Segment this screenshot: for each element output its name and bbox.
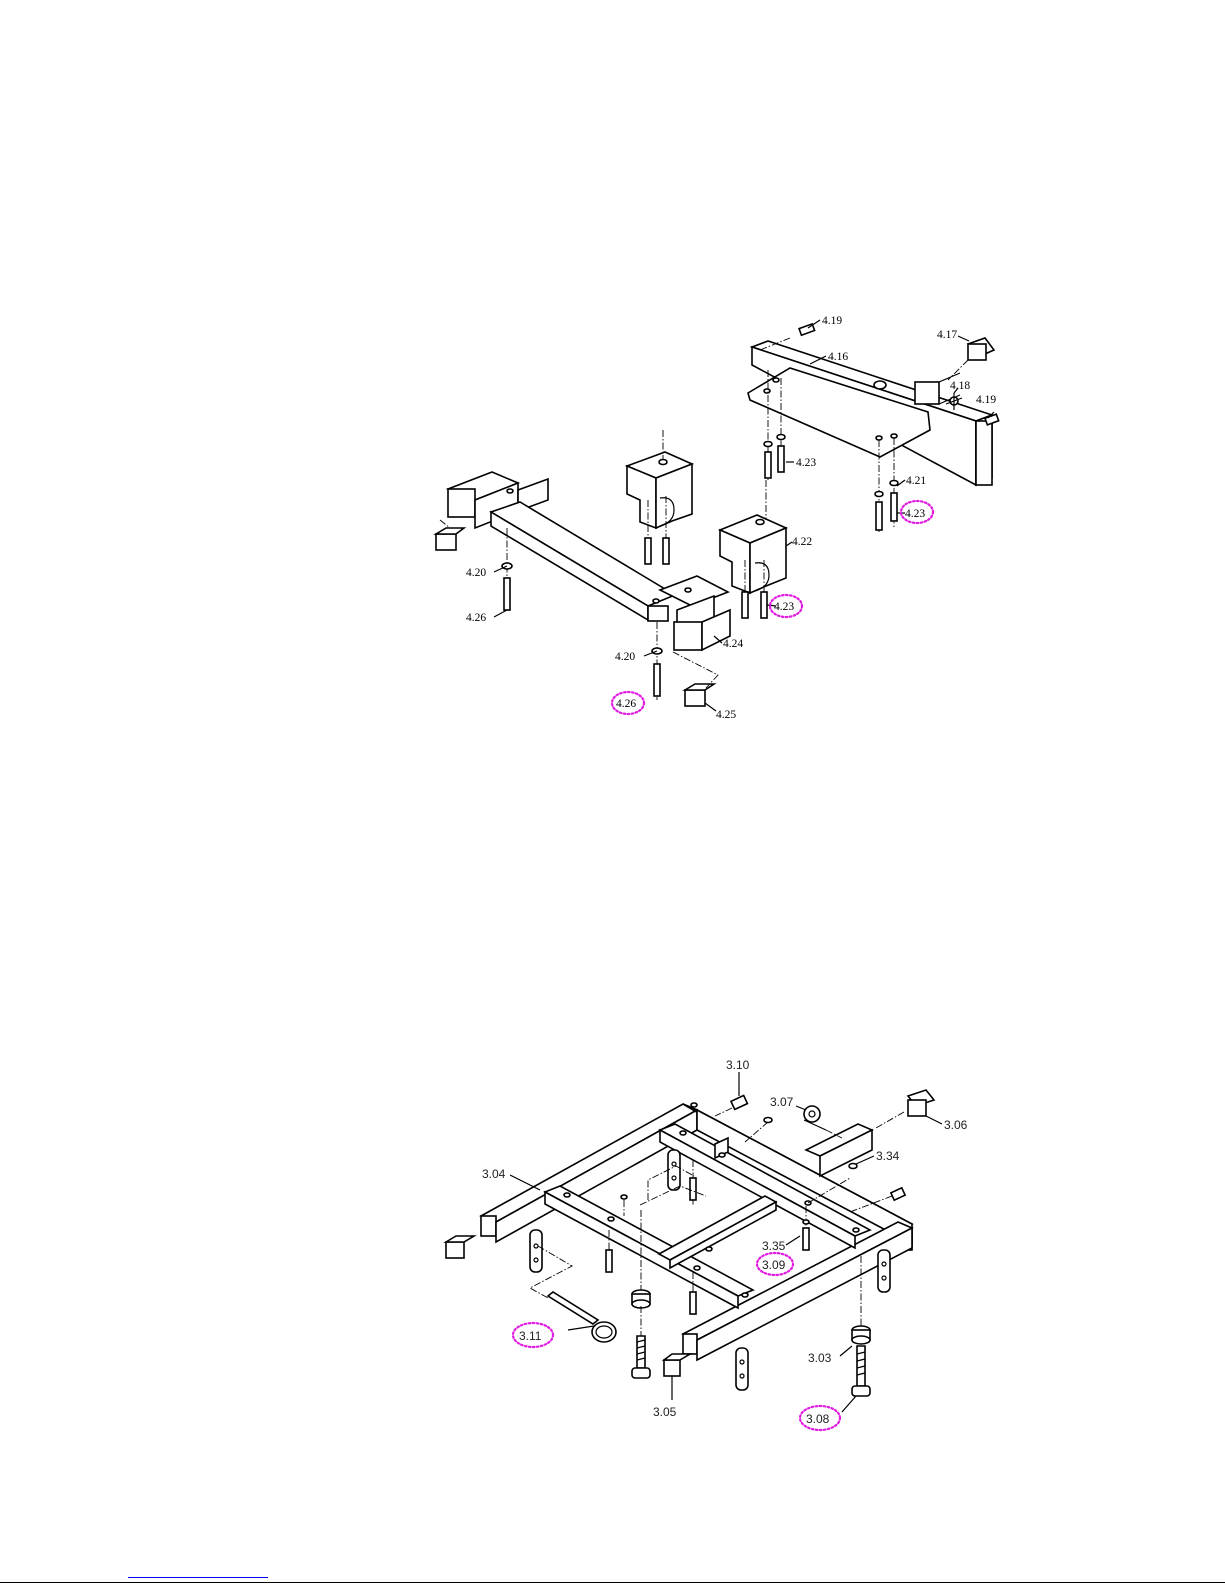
top-assembly: 4.19 4.17 4.16 4.18 4.19 4.23 4.21 4.23 … xyxy=(436,315,999,721)
label-3-08: 3.08 xyxy=(806,1412,830,1426)
end-cap-4-25 xyxy=(673,652,718,706)
label-4-26-left: 4.26 xyxy=(466,612,486,624)
bottom-assembly: 3.10 3.07 3.06 3.34 3.04 3.35 3.09 3.11 … xyxy=(446,1058,968,1430)
label-4-16: 4.16 xyxy=(828,351,848,363)
frame-3-04 xyxy=(481,1103,912,1360)
label-4-23-right: 4.23 xyxy=(905,508,925,520)
knob-3-07 xyxy=(804,1106,842,1138)
bolt-4-26-left xyxy=(502,528,512,610)
end-plug-bottom-left xyxy=(446,1236,474,1258)
label-4-23-beam: 4.23 xyxy=(796,457,816,469)
label-4-25: 4.25 xyxy=(716,709,736,721)
label-4-17: 4.17 xyxy=(937,329,957,341)
label-3-05: 3.05 xyxy=(653,1405,677,1419)
label-3-03: 3.03 xyxy=(808,1351,832,1365)
label-4-20-bottom: 4.20 xyxy=(615,651,635,663)
label-4-19-right: 4.19 xyxy=(976,394,996,406)
end-cap-4-17 xyxy=(948,338,994,380)
footer-rule xyxy=(0,1582,1225,1583)
label-4-21: 4.21 xyxy=(906,475,926,487)
label-4-26-bottom: 4.26 xyxy=(616,698,636,710)
label-4-23-middle: 4.23 xyxy=(774,601,794,613)
label-3-06: 3.06 xyxy=(944,1118,968,1132)
label-3-11: 3.11 xyxy=(519,1329,542,1343)
label-4-24: 4.24 xyxy=(723,638,743,650)
label-3-34: 3.34 xyxy=(876,1149,900,1163)
label-3-07: 3.07 xyxy=(770,1095,794,1109)
label-3-09: 3.09 xyxy=(762,1258,786,1272)
screw-3-10 xyxy=(715,1095,747,1116)
bracket-upper xyxy=(627,430,692,564)
label-4-18: 4.18 xyxy=(950,380,970,392)
footer-link-underline[interactable] xyxy=(128,1577,268,1578)
label-4-19-top: 4.19 xyxy=(822,315,842,327)
label-3-04: 3.04 xyxy=(482,1167,506,1181)
end-plug-left xyxy=(436,520,464,550)
label-3-10: 3.10 xyxy=(726,1058,750,1072)
label-4-20-left: 4.20 xyxy=(466,567,486,579)
pin-3-11 xyxy=(530,1246,616,1342)
end-cap-3-06 xyxy=(876,1090,934,1128)
label-4-22: 4.22 xyxy=(792,536,812,548)
end-cap-3-05 xyxy=(664,1354,690,1376)
bolt-4-26-bottom xyxy=(652,622,662,700)
label-3-35: 3.35 xyxy=(762,1239,786,1253)
